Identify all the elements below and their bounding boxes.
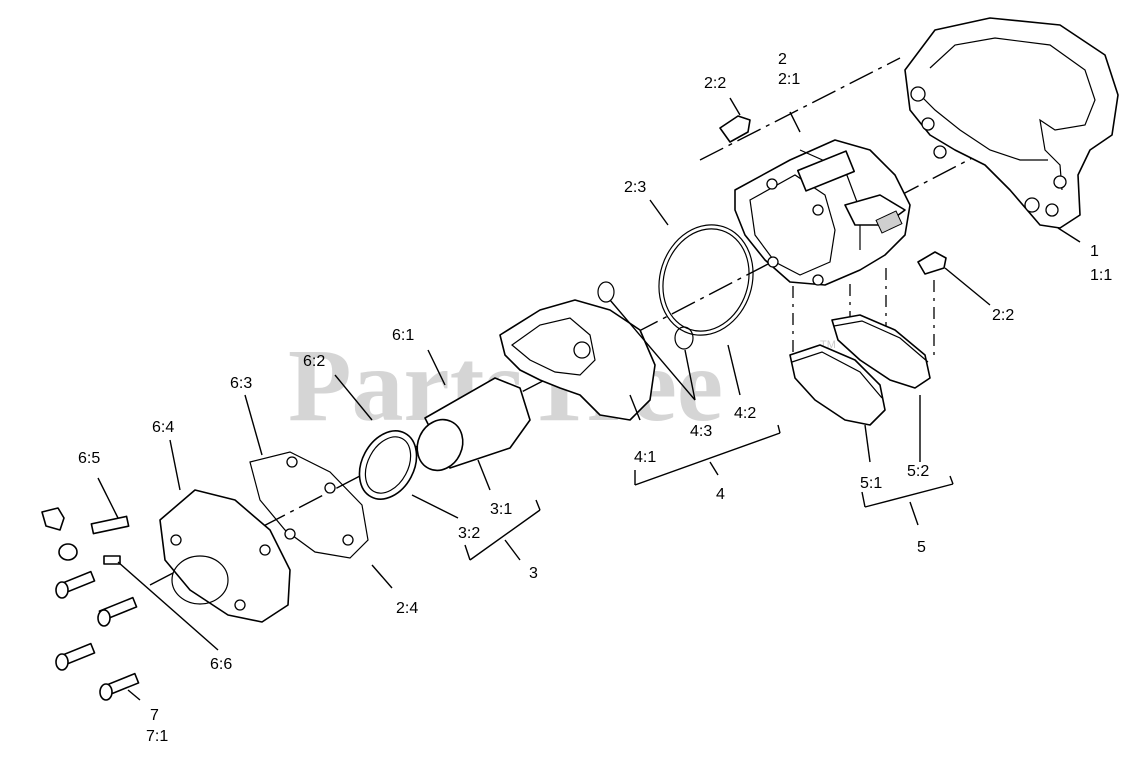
callout-6-2: 6:2 bbox=[303, 353, 325, 370]
clutch-bracket-part-4 bbox=[499, 281, 694, 421]
callout-6-3: 6:3 bbox=[230, 375, 252, 392]
callout-5: 5 bbox=[917, 539, 926, 556]
callout-3: 3 bbox=[529, 565, 538, 582]
callout-4: 4 bbox=[716, 486, 725, 503]
gear-housing-part-2 bbox=[719, 115, 947, 286]
leader-lines bbox=[97, 97, 1081, 701]
callout-2-1: 2:1 bbox=[778, 71, 800, 88]
callout-1: 1 bbox=[1090, 243, 1099, 260]
gasket-part-6-3 bbox=[249, 451, 369, 559]
callout-7-1: 7:1 bbox=[146, 728, 168, 745]
callout-3-1: 3:1 bbox=[490, 501, 512, 518]
callout-5-1: 5:1 bbox=[860, 475, 882, 492]
callout-2-2-top: 2:2 bbox=[704, 75, 726, 92]
callout-6-5: 6:5 bbox=[78, 450, 100, 467]
callout-6-1: 6:1 bbox=[392, 327, 414, 344]
callout-4-3: 4:3 bbox=[690, 423, 712, 440]
drum-part-6-1 bbox=[416, 377, 531, 472]
callout-2-4: 2:4 bbox=[396, 600, 418, 617]
brake-pads-part-5 bbox=[789, 314, 931, 426]
callout-2-2-right: 2:2 bbox=[992, 307, 1014, 324]
callout-6-6: 6:6 bbox=[210, 656, 232, 673]
callout-5-2: 5:2 bbox=[907, 463, 929, 480]
callout-6-4: 6:4 bbox=[152, 419, 174, 436]
screws-part-6-5-6-6-7 bbox=[41, 507, 140, 701]
callout-3-2: 3:2 bbox=[458, 525, 480, 542]
handle-frame-part-1 bbox=[904, 17, 1119, 229]
callout-7: 7 bbox=[150, 707, 159, 724]
callout-labels: 1 1:1 2 2:1 2:2 2:2 2:3 2:4 3 3:1 3:2 4 … bbox=[78, 51, 1112, 745]
callout-2: 2 bbox=[778, 51, 787, 68]
callout-2-3: 2:3 bbox=[624, 179, 646, 196]
callout-4-2: 4:2 bbox=[734, 405, 756, 422]
cover-part-6-4 bbox=[159, 489, 291, 623]
callout-1-1: 1:1 bbox=[1090, 267, 1112, 284]
callout-4-1: 4:1 bbox=[634, 449, 656, 466]
ring-part-6-2 bbox=[358, 430, 418, 500]
